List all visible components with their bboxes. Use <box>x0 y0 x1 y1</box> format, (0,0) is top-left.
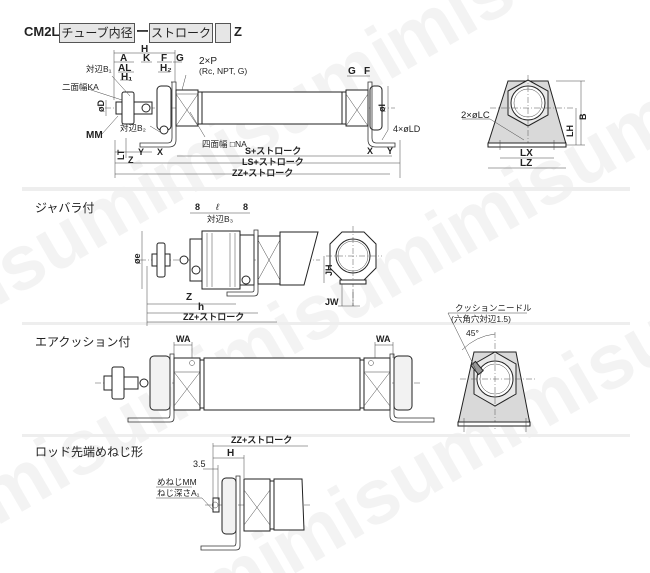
option-field <box>215 23 231 43</box>
stroke-field: ストローク <box>149 23 213 43</box>
air-cushion-view: WA WA <box>95 334 435 423</box>
separator <box>22 322 630 325</box>
dim-ZZ: ZZ+ストローク <box>232 168 293 178</box>
dim-Y: Y <box>138 147 144 157</box>
dim-LD: 4×øLD <box>393 124 421 134</box>
dim-ZZ-thread: ZZ+ストローク <box>231 435 292 445</box>
dim-WA-left: WA <box>176 334 191 344</box>
dim-h: h <box>198 302 204 313</box>
air-cushion-end-view: クッションニードル (六角穴対辺1.5) 45° <box>447 303 535 432</box>
female-thread-MM: めねじMM <box>157 477 197 487</box>
dim-KA: 二面幅KA <box>62 82 99 92</box>
dim-3.5: 3.5 <box>193 459 206 469</box>
dim-F-right: F <box>364 66 370 77</box>
bellows-view: 8 ℓ 8 対辺B₃ øe Z h ZZ+ストローク JH JW <box>132 202 382 326</box>
dim-H1: H₁ <box>121 72 132 83</box>
port-types: (Rc, NPT, G) <box>199 66 247 76</box>
port-label: 2×P <box>199 56 217 67</box>
dim-Z: Z <box>128 155 134 165</box>
cushion-angle: 45° <box>466 328 479 338</box>
dim-A: A <box>120 53 127 64</box>
dim-8-left: 8 <box>195 202 200 212</box>
dim-X-right: X <box>367 146 373 156</box>
dim-K: K <box>143 53 151 64</box>
dim-LX: LX <box>520 148 533 159</box>
dim-B: B <box>578 113 588 120</box>
dim-B2: 対辺B₂ <box>120 123 146 133</box>
dim-I: øI <box>377 104 387 112</box>
section-title-bellows: ジャバラ付 <box>35 201 95 215</box>
thread-depth-A1: ねじ深さA₁ <box>157 488 200 498</box>
dim-Z-bellows: Z <box>186 292 192 303</box>
dim-D: øD <box>96 100 106 112</box>
dim-l: ℓ <box>215 202 219 212</box>
dim-G-right: G <box>348 66 356 77</box>
dim-MM: MM <box>86 130 103 141</box>
dim-LZ: LZ <box>520 158 532 169</box>
dim-LT: LT <box>116 149 126 160</box>
dim-H: H <box>141 44 148 55</box>
dim-AL: AL <box>118 63 131 74</box>
dim-S: S+ストローク <box>245 146 301 156</box>
bore-size-field: チューブ内径 <box>59 23 135 43</box>
main-view-labels: H A K F G AL H₁ H₂ 対辺B₁ 二面幅KA øD MM 対辺B₂… <box>62 44 421 178</box>
dim-LC: 2×øLC <box>461 110 490 121</box>
dim-8-right: 8 <box>243 202 248 212</box>
section-title-female-thread: ロッド先端めねじ形 <box>35 445 144 459</box>
dim-X: X <box>157 147 163 157</box>
dim-LH: LH <box>565 125 575 137</box>
model-dash: ー <box>136 24 150 39</box>
dim-LS: LS+ストローク <box>242 157 304 167</box>
end-view: 2×øLC LH B LX LZ <box>461 75 588 169</box>
section-title-air-cushion: エアクッション付 <box>35 335 131 349</box>
cushion-needle-hex: (六角穴対辺1.5) <box>451 314 511 324</box>
dim-F: F <box>161 53 167 64</box>
dim-e: øe <box>132 253 142 264</box>
dim-JW: JW <box>325 297 339 307</box>
separator <box>22 187 630 191</box>
main-side-view <box>87 50 401 178</box>
dim-B3: 対辺B₃ <box>207 214 233 224</box>
dim-G: G <box>176 53 184 64</box>
dim-WA-right: WA <box>376 334 391 344</box>
cushion-needle-label: クッションニードル <box>455 303 532 313</box>
separator <box>22 434 630 437</box>
model-suffix: Z <box>234 24 242 39</box>
dim-Y-right: Y <box>387 146 393 156</box>
dim-ZZ-bellows: ZZ+ストローク <box>183 312 244 322</box>
dim-B1: 対辺B₁ <box>86 64 112 74</box>
dim-H2: H₂ <box>160 63 172 74</box>
dim-H-thread: H <box>227 448 234 459</box>
dim-JH: JH <box>324 264 334 276</box>
model-prefix: CM2L <box>24 24 60 39</box>
female-thread-view: ZZ+ストローク H 3.5 めねじMM ねじ深さA₁ <box>156 435 310 551</box>
dim-NA: 四面幅 □NA <box>202 139 247 149</box>
